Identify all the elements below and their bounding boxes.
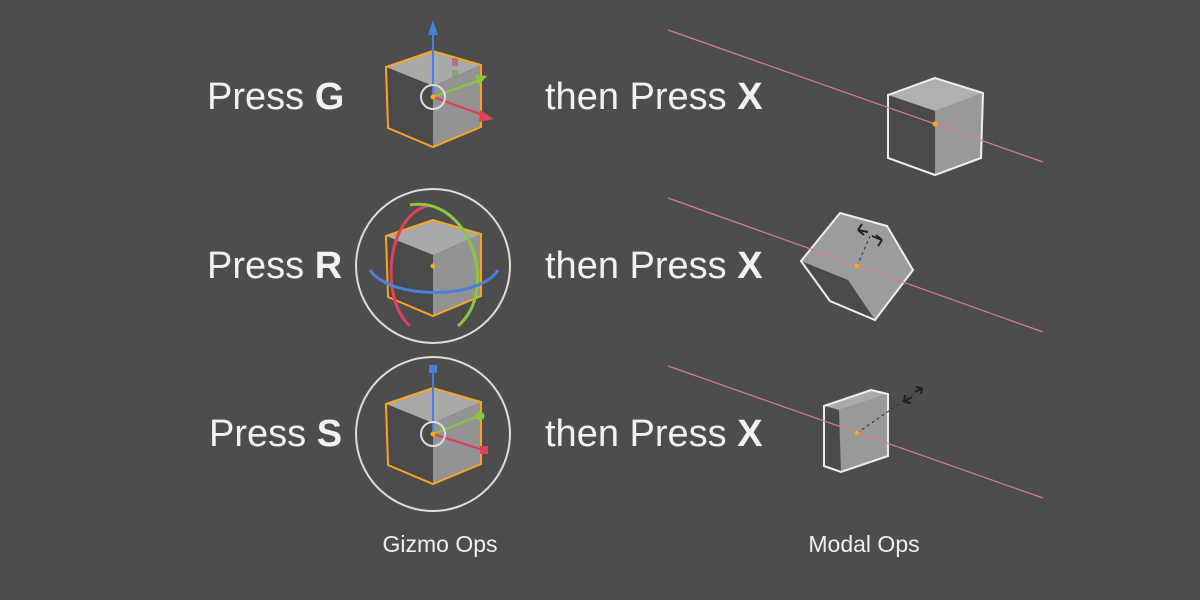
modal-rotate-cube xyxy=(667,197,1044,333)
press-s-text: Press S xyxy=(209,413,343,455)
then-press-x-text: then Press X xyxy=(545,413,763,455)
key-s: S xyxy=(316,413,343,455)
key-x: X xyxy=(737,413,763,455)
modal-scale-cube xyxy=(667,365,1044,499)
x-constraint-line xyxy=(667,29,1044,163)
key-x: X xyxy=(737,76,763,118)
gizmo-rotate xyxy=(355,188,511,344)
then-press-x-text: then Press X xyxy=(545,76,763,118)
key-r: R xyxy=(314,245,343,287)
modal-ops-label: Modal Ops xyxy=(808,531,920,557)
gizmo-ops-label: Gizmo Ops xyxy=(382,531,498,557)
then-press-x-text: then Press X xyxy=(545,245,763,287)
gizmo-scale xyxy=(355,356,511,512)
press-g-text: Press G xyxy=(207,76,345,118)
modal-grab-cube xyxy=(667,29,1044,177)
gizmo-translate xyxy=(385,20,494,148)
press-r-text: Press R xyxy=(207,245,343,287)
key-g: G xyxy=(314,76,345,118)
key-x: X xyxy=(737,245,763,287)
